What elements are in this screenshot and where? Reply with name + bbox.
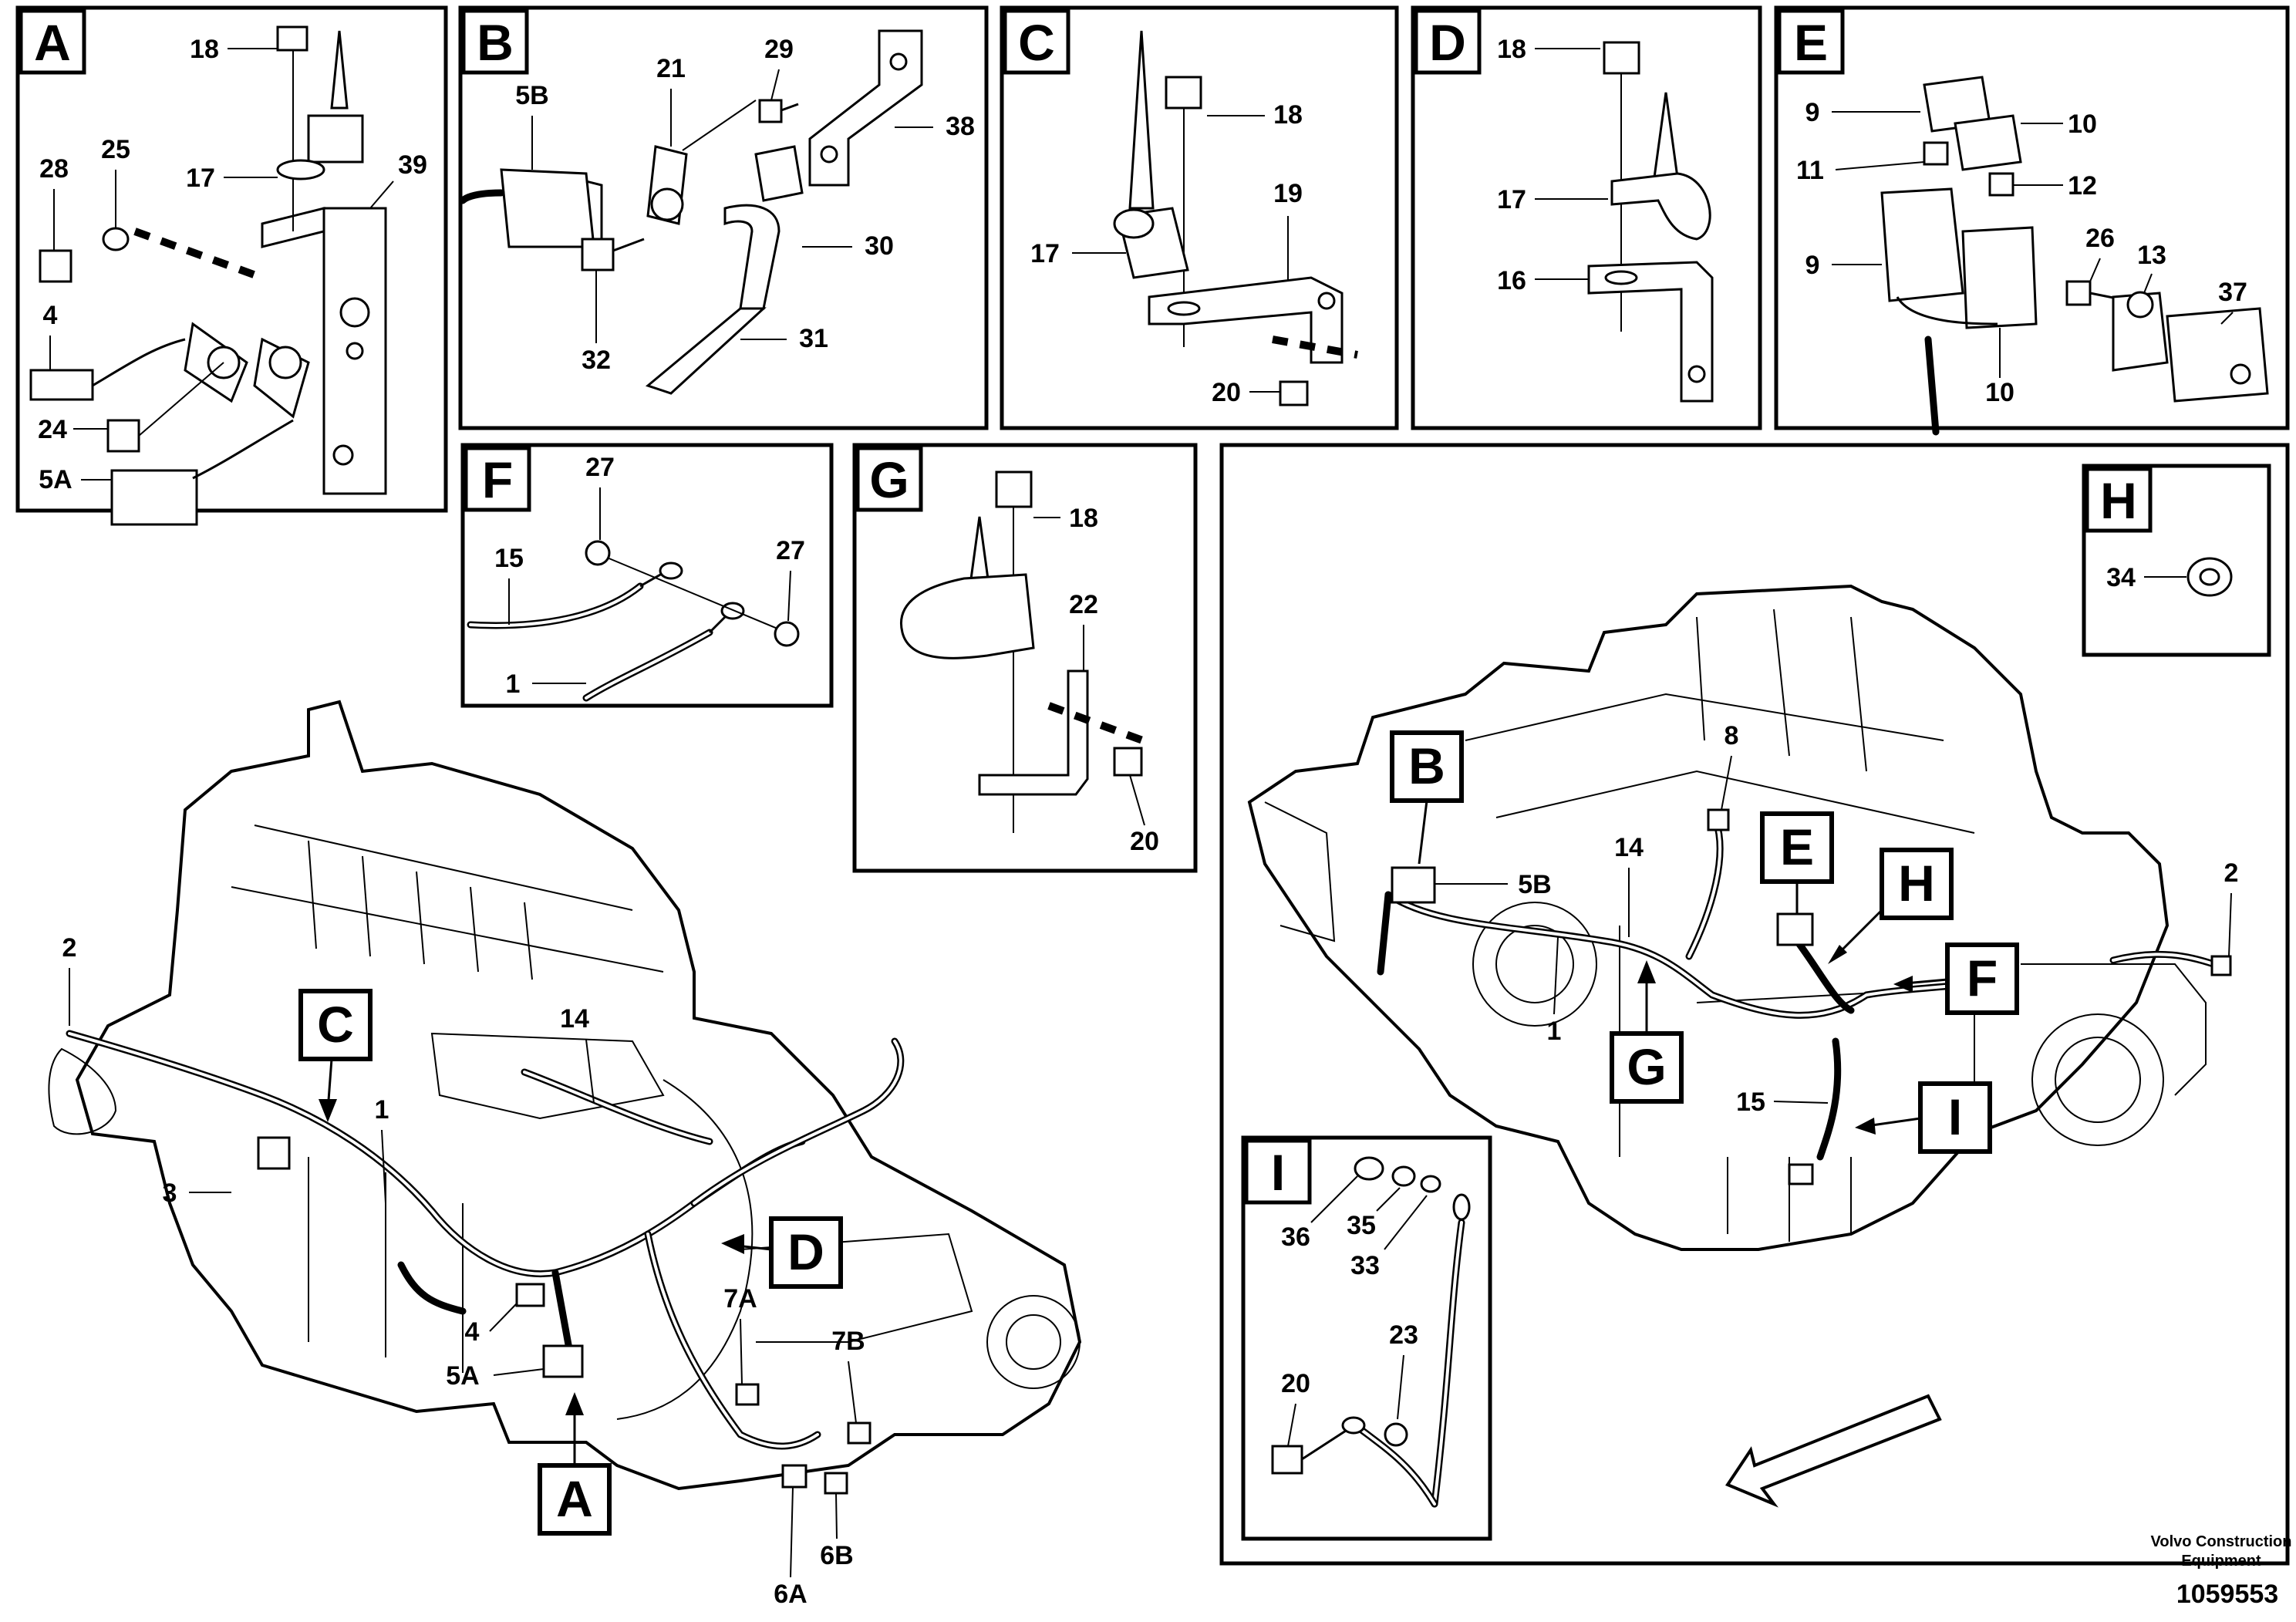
callout-label: 1: [375, 1095, 389, 1125]
callout-label: 35: [1347, 1211, 1376, 1240]
callout-label: 21: [656, 54, 686, 83]
ref-key-f: F: [1967, 949, 1998, 1007]
callout-label: 27: [776, 536, 805, 565]
callout-label: 36: [1281, 1222, 1310, 1252]
callout-label: 18: [190, 35, 219, 64]
callout-label: 1: [506, 669, 521, 699]
callout-label: 9: [1805, 98, 1820, 127]
footer: Volvo Construction Equipment 1059553: [2151, 1533, 2292, 1609]
callout-label: 3: [163, 1179, 177, 1208]
panel-e: E 9 10 11 12 9 26 13 37 10: [1774, 5, 2290, 436]
callout-label: 19: [1273, 179, 1303, 208]
ref-key-d: D: [787, 1223, 824, 1280]
ref-key-g: G: [1627, 1038, 1666, 1095]
callout-label: 37: [2218, 278, 2247, 307]
panel-d: D 18 17 16: [1411, 5, 1762, 430]
ref-key-b: B: [1408, 737, 1445, 794]
callout-label: 6A: [774, 1580, 807, 1609]
callout-label: 13: [2137, 241, 2166, 270]
callout-label: 32: [582, 346, 611, 375]
panel-key: C: [1018, 14, 1055, 71]
callout-label: 24: [38, 415, 67, 444]
callout-label: 31: [799, 324, 828, 353]
callout-label: 23: [1389, 1320, 1418, 1350]
callout-label: 5B: [1518, 870, 1551, 899]
panel-key: F: [482, 451, 513, 508]
left-engine-view: C D A 2 3 1 14 4 5A 7A 7B 6A 6B: [48, 700, 1082, 1609]
callout-label: 5B: [515, 81, 548, 110]
ref-key-e: E: [1780, 818, 1814, 875]
callout-label: 9: [1805, 251, 1820, 280]
callout-label: 14: [1614, 833, 1644, 862]
callout-label: 39: [398, 150, 427, 180]
callout-label: 18: [1497, 35, 1526, 64]
callout-label: 15: [494, 544, 524, 573]
callout-label: 7B: [831, 1327, 865, 1356]
ref-key-a: A: [556, 1470, 593, 1527]
right-engine-view: B E H F G I 8 14 5B 1 15 2: [1219, 443, 2290, 1566]
callout-label: 10: [1985, 378, 2014, 407]
callout-label: 25: [101, 135, 130, 164]
callout-label: 16: [1497, 266, 1526, 295]
panel-key: H: [2100, 472, 2137, 529]
callout-label: 26: [2085, 224, 2115, 253]
panel-h: H 34: [2082, 464, 2271, 657]
callout-label: 5A: [446, 1361, 479, 1391]
panel-key: G: [869, 451, 909, 508]
callout-label: 6B: [820, 1541, 853, 1570]
panel-key: B: [477, 14, 514, 71]
panel-key: A: [34, 14, 71, 71]
callout-label: 17: [1497, 185, 1526, 214]
callout-label: 30: [865, 231, 894, 261]
callout-label: 12: [2068, 171, 2097, 201]
ref-key-c: C: [317, 996, 354, 1053]
callout-label: 34: [2106, 563, 2136, 592]
callout-label: 8: [1725, 721, 1739, 750]
panel-key: I: [1271, 1144, 1285, 1201]
panel-b: B 5B 21 29 38 30 32 31: [458, 5, 989, 430]
callout-label: 20: [1212, 378, 1241, 407]
callout-label: 2: [2224, 858, 2239, 888]
callout-label: 1: [1547, 1017, 1562, 1046]
callout-label: 28: [39, 154, 69, 184]
callout-label: 11: [1796, 156, 1824, 185]
callout-label: 17: [186, 164, 215, 193]
brand-line-2: Equipment: [2181, 1553, 2261, 1570]
document-number: 1059553: [2176, 1580, 2278, 1609]
panel-i: I 36 35 33 20 23: [1241, 1135, 1492, 1541]
callout-label: 22: [1069, 590, 1098, 619]
callout-label: 17: [1030, 239, 1060, 268]
brand-line-1: Volvo Construction: [2151, 1533, 2292, 1550]
panel-f: F 27 15 27 1: [460, 443, 834, 708]
callout-label: 15: [1736, 1088, 1765, 1117]
panel-a: A 18 17 39 28 25: [15, 5, 448, 526]
panel-c: C 18 19 17 20: [1000, 5, 1399, 430]
callout-label: 14: [560, 1004, 589, 1034]
callout-label: 7A: [723, 1284, 757, 1313]
callout-label: 38: [946, 112, 975, 141]
panel-key: E: [1794, 14, 1828, 71]
panel-g: G 18 22 20: [852, 443, 1198, 873]
callout-label: 5A: [39, 465, 72, 494]
callout-label: 4: [465, 1317, 480, 1347]
callout-label: 4: [43, 301, 58, 330]
ref-key-i: I: [1948, 1088, 1962, 1145]
callout-label: 29: [764, 35, 794, 64]
callout-label: 10: [2068, 110, 2097, 139]
panel-key: D: [1429, 14, 1466, 71]
callout-label: 33: [1350, 1251, 1380, 1280]
ref-key-h: H: [1898, 855, 1935, 912]
callout-label: 27: [585, 453, 615, 482]
callout-label: 18: [1069, 504, 1098, 533]
callout-label: 2: [62, 933, 77, 963]
callout-label: 20: [1281, 1369, 1310, 1398]
callout-label: 20: [1130, 827, 1159, 856]
callout-label: 18: [1273, 100, 1303, 130]
